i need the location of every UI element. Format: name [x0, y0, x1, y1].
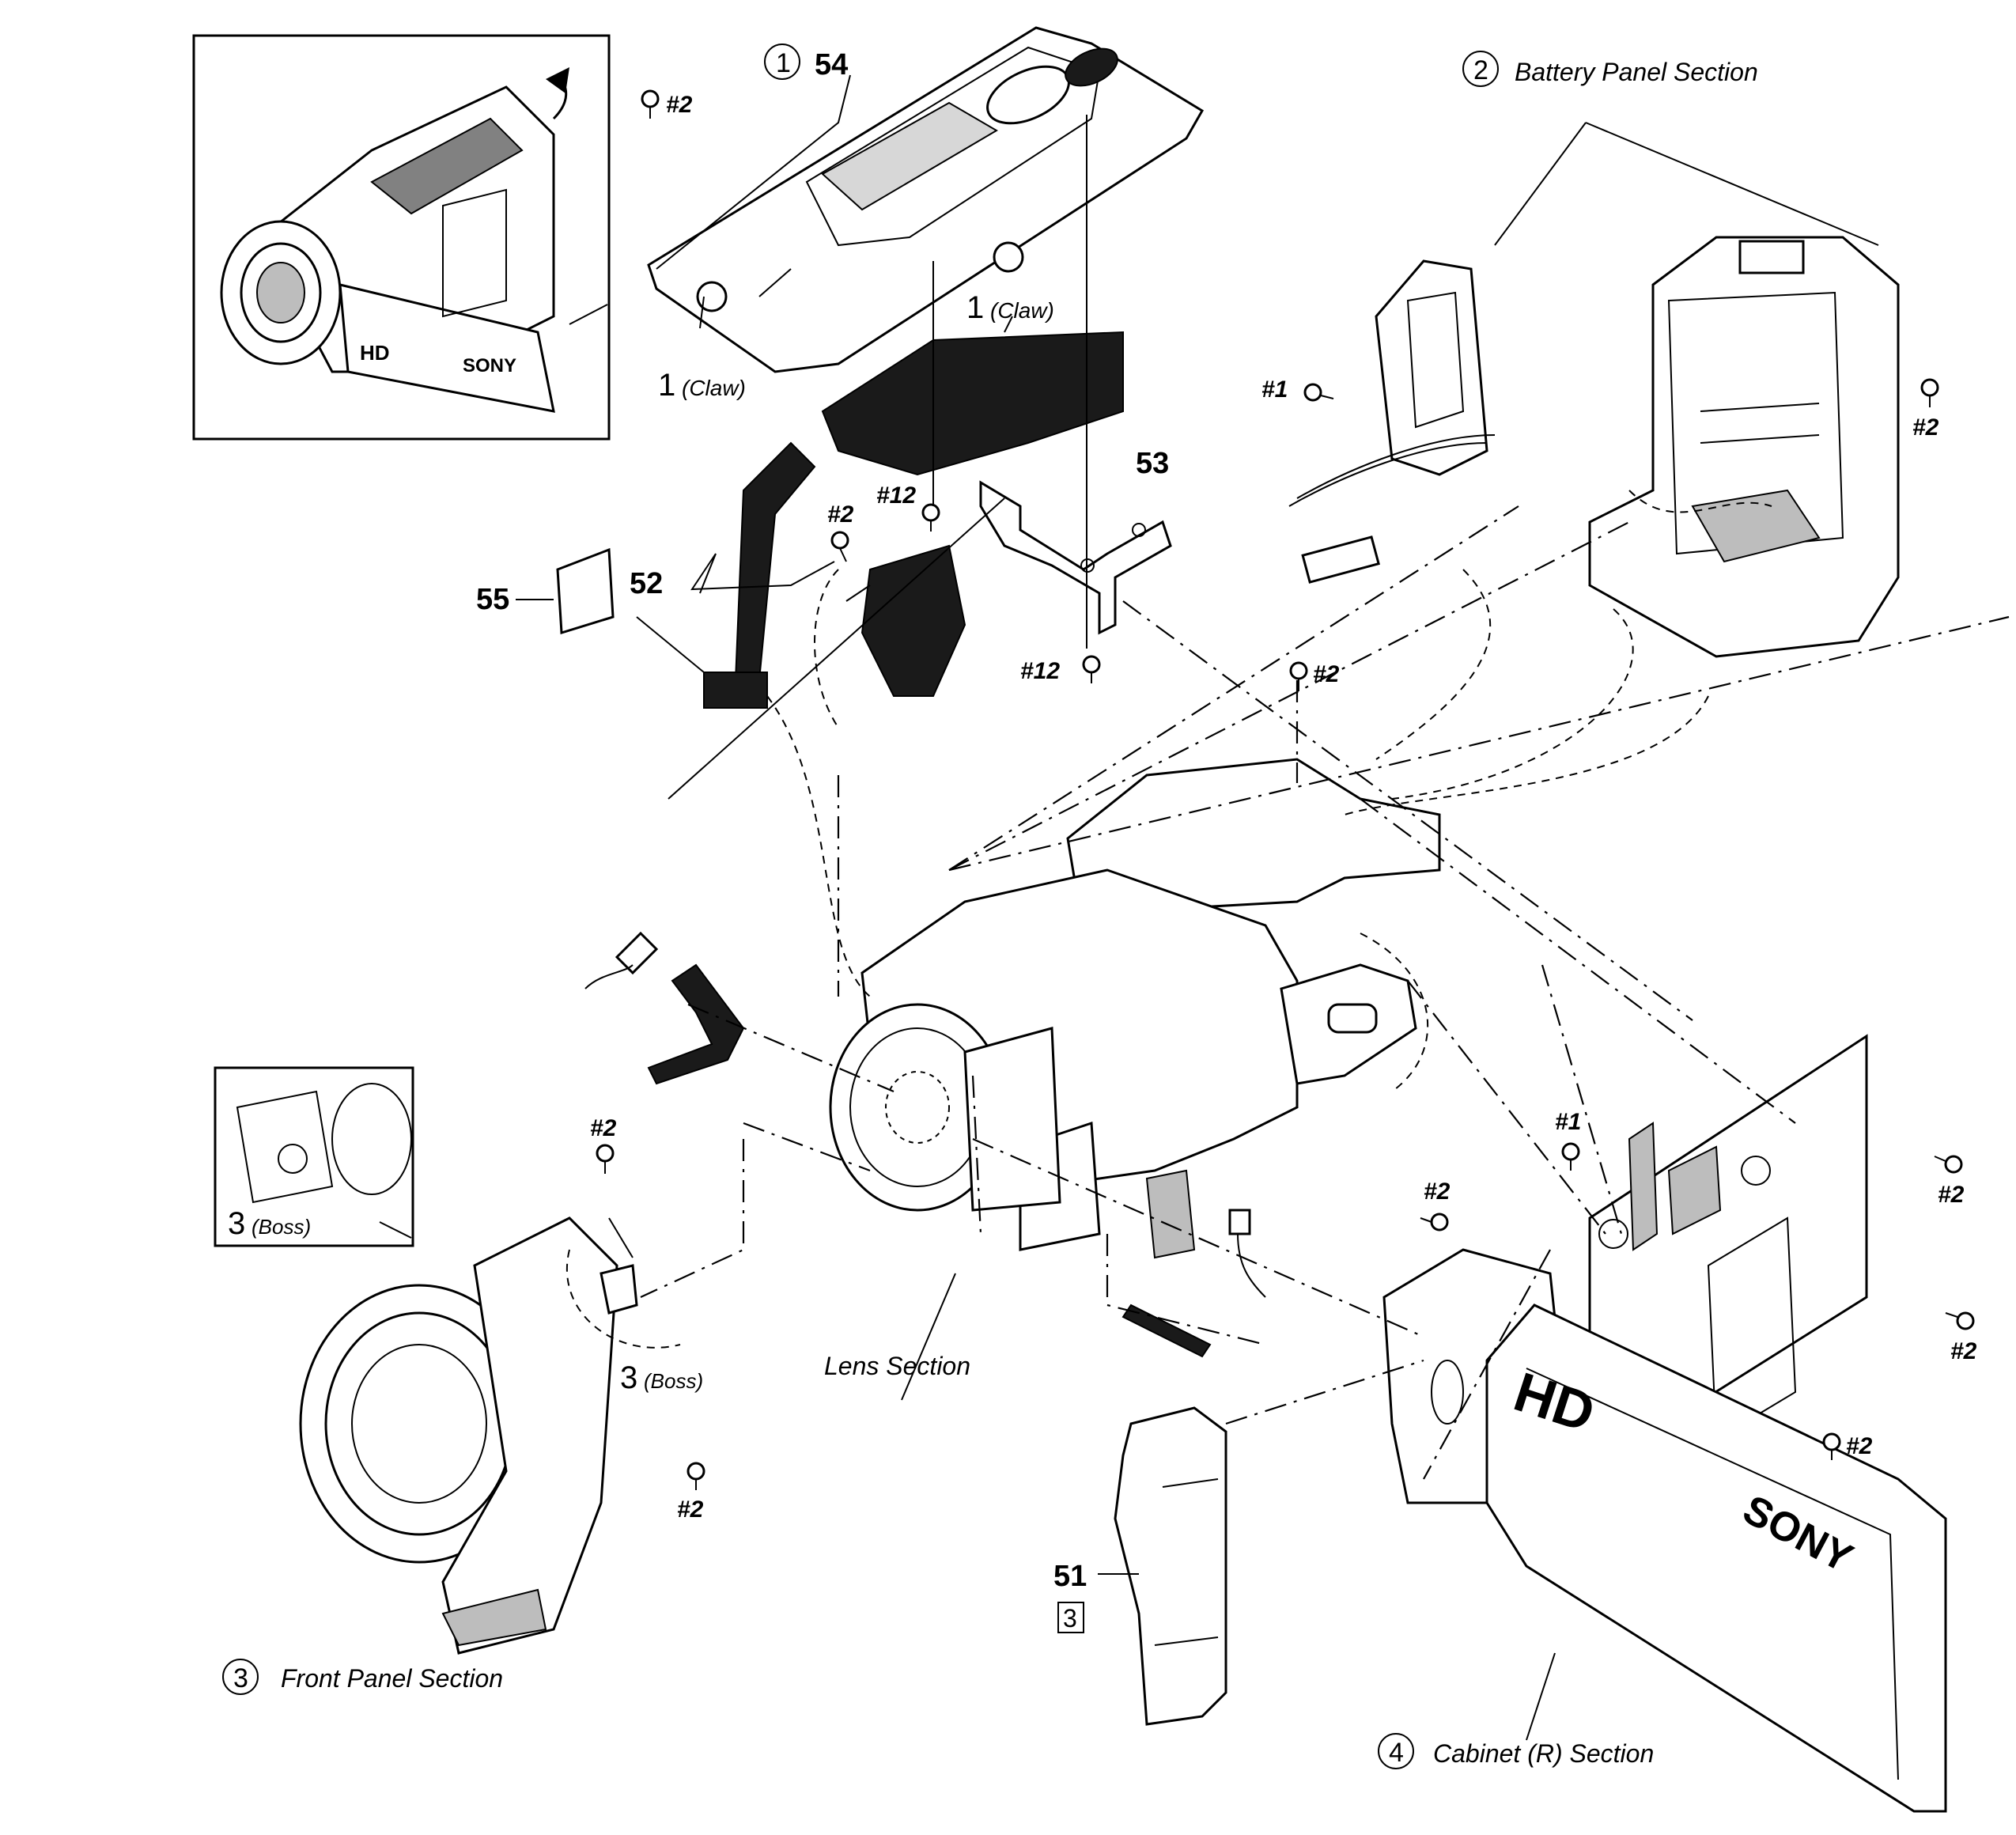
boss-callout-2-text: (Boss)	[644, 1369, 703, 1393]
screw-label-2-j: #2	[1846, 1433, 1873, 1459]
screw-2-d	[1289, 661, 1308, 691]
small-connectors	[584, 931, 1266, 1358]
claw-callout-2-number: 1	[966, 290, 984, 325]
inset-top-cover-removal: SONY HD	[192, 34, 611, 441]
screw-label-2-g: #2	[1424, 1179, 1451, 1205]
boss-callout-2-number: 3	[620, 1360, 637, 1395]
claw-callout-1-text: (Claw)	[682, 376, 746, 400]
part-54-label: 54	[815, 48, 848, 81]
screw-2-f	[686, 1462, 705, 1490]
screw-label-12-a: #12	[876, 482, 916, 509]
section-1-number: 1	[776, 48, 791, 78]
screw-2-b	[830, 531, 849, 562]
section-4-title: Cabinet (R) Section	[1433, 1739, 1654, 1768]
screw-2-j	[1822, 1432, 1841, 1460]
screw-label-2-h: #2	[1938, 1182, 1965, 1208]
screw-12-b	[1082, 655, 1101, 683]
part-54-top-cover	[647, 26, 1205, 373]
part-55-label: 55	[476, 583, 509, 616]
part-51-box-number: 3	[1063, 1604, 1077, 1633]
part-52-flexible-board	[703, 331, 1124, 709]
part-51-grip	[1114, 1406, 1227, 1726]
screw-2-a	[641, 89, 660, 119]
part-55-sheet	[556, 547, 615, 634]
section-4-circle	[1378, 1733, 1414, 1769]
lens-barrel	[829, 1003, 1061, 1212]
screw-12-a	[921, 503, 940, 532]
claw-callout-1-number: 1	[658, 368, 675, 403]
screw-label-2-b: #2	[827, 501, 854, 528]
part-51-label: 51	[1053, 1560, 1087, 1593]
screw-label-1-b: #1	[1555, 1109, 1581, 1135]
screw-2-i	[1945, 1311, 1975, 1330]
section-4-number: 4	[1389, 1738, 1404, 1768]
screw-1-b	[1561, 1142, 1580, 1171]
section-2-title: Battery Panel Section	[1515, 58, 1758, 86]
screw-1-a	[1303, 383, 1334, 402]
screw-label-2-f: #2	[677, 1496, 704, 1523]
screw-2-h	[1934, 1155, 1963, 1174]
screw-label-2-top: #2	[666, 92, 693, 118]
inset-hd-label: HD	[360, 341, 390, 365]
labels: 1 54 2 Battery Panel Section 1 (Claw) 1 …	[222, 44, 1977, 1769]
screw-label-2-i: #2	[1950, 1338, 1977, 1364]
screw-label-2-c: #2	[1912, 414, 1939, 441]
screw-2-e	[596, 1144, 615, 1174]
part-51-box	[1057, 1602, 1084, 1633]
cabinet-r-section: HD SONY	[1382, 1034, 1947, 1813]
boss-callout-1-number: 3	[228, 1206, 245, 1241]
section-3-circle	[222, 1659, 259, 1695]
section-2-circle	[1462, 51, 1499, 87]
screw-label-2-e: #2	[590, 1115, 617, 1141]
battery-panel-parts	[1288, 236, 1900, 658]
section-1-circle	[764, 44, 800, 80]
boss-callout-1-text: (Boss)	[252, 1215, 311, 1239]
part-53-bracket	[979, 480, 1172, 635]
screw-2-g	[1420, 1213, 1449, 1232]
screw-label-2-d: #2	[1313, 661, 1340, 687]
screw-label-12-b: #12	[1020, 658, 1060, 684]
part-52-label: 52	[630, 567, 663, 600]
claw-callout-2-text: (Claw)	[990, 298, 1054, 323]
inset-sony-label: SONY	[463, 355, 516, 376]
section-3-number: 3	[233, 1663, 248, 1693]
section-2-number: 2	[1473, 55, 1488, 85]
screw-2-c	[1920, 378, 1939, 407]
assembly-lines	[379, 74, 2010, 1741]
screws	[596, 89, 1975, 1490]
lens-section-title: Lens Section	[824, 1352, 970, 1380]
front-panel	[214, 1066, 638, 1655]
part-53-label: 53	[1136, 447, 1169, 480]
section-3-title: Front Panel Section	[281, 1664, 503, 1693]
screw-label-1-a: #1	[1261, 376, 1288, 403]
